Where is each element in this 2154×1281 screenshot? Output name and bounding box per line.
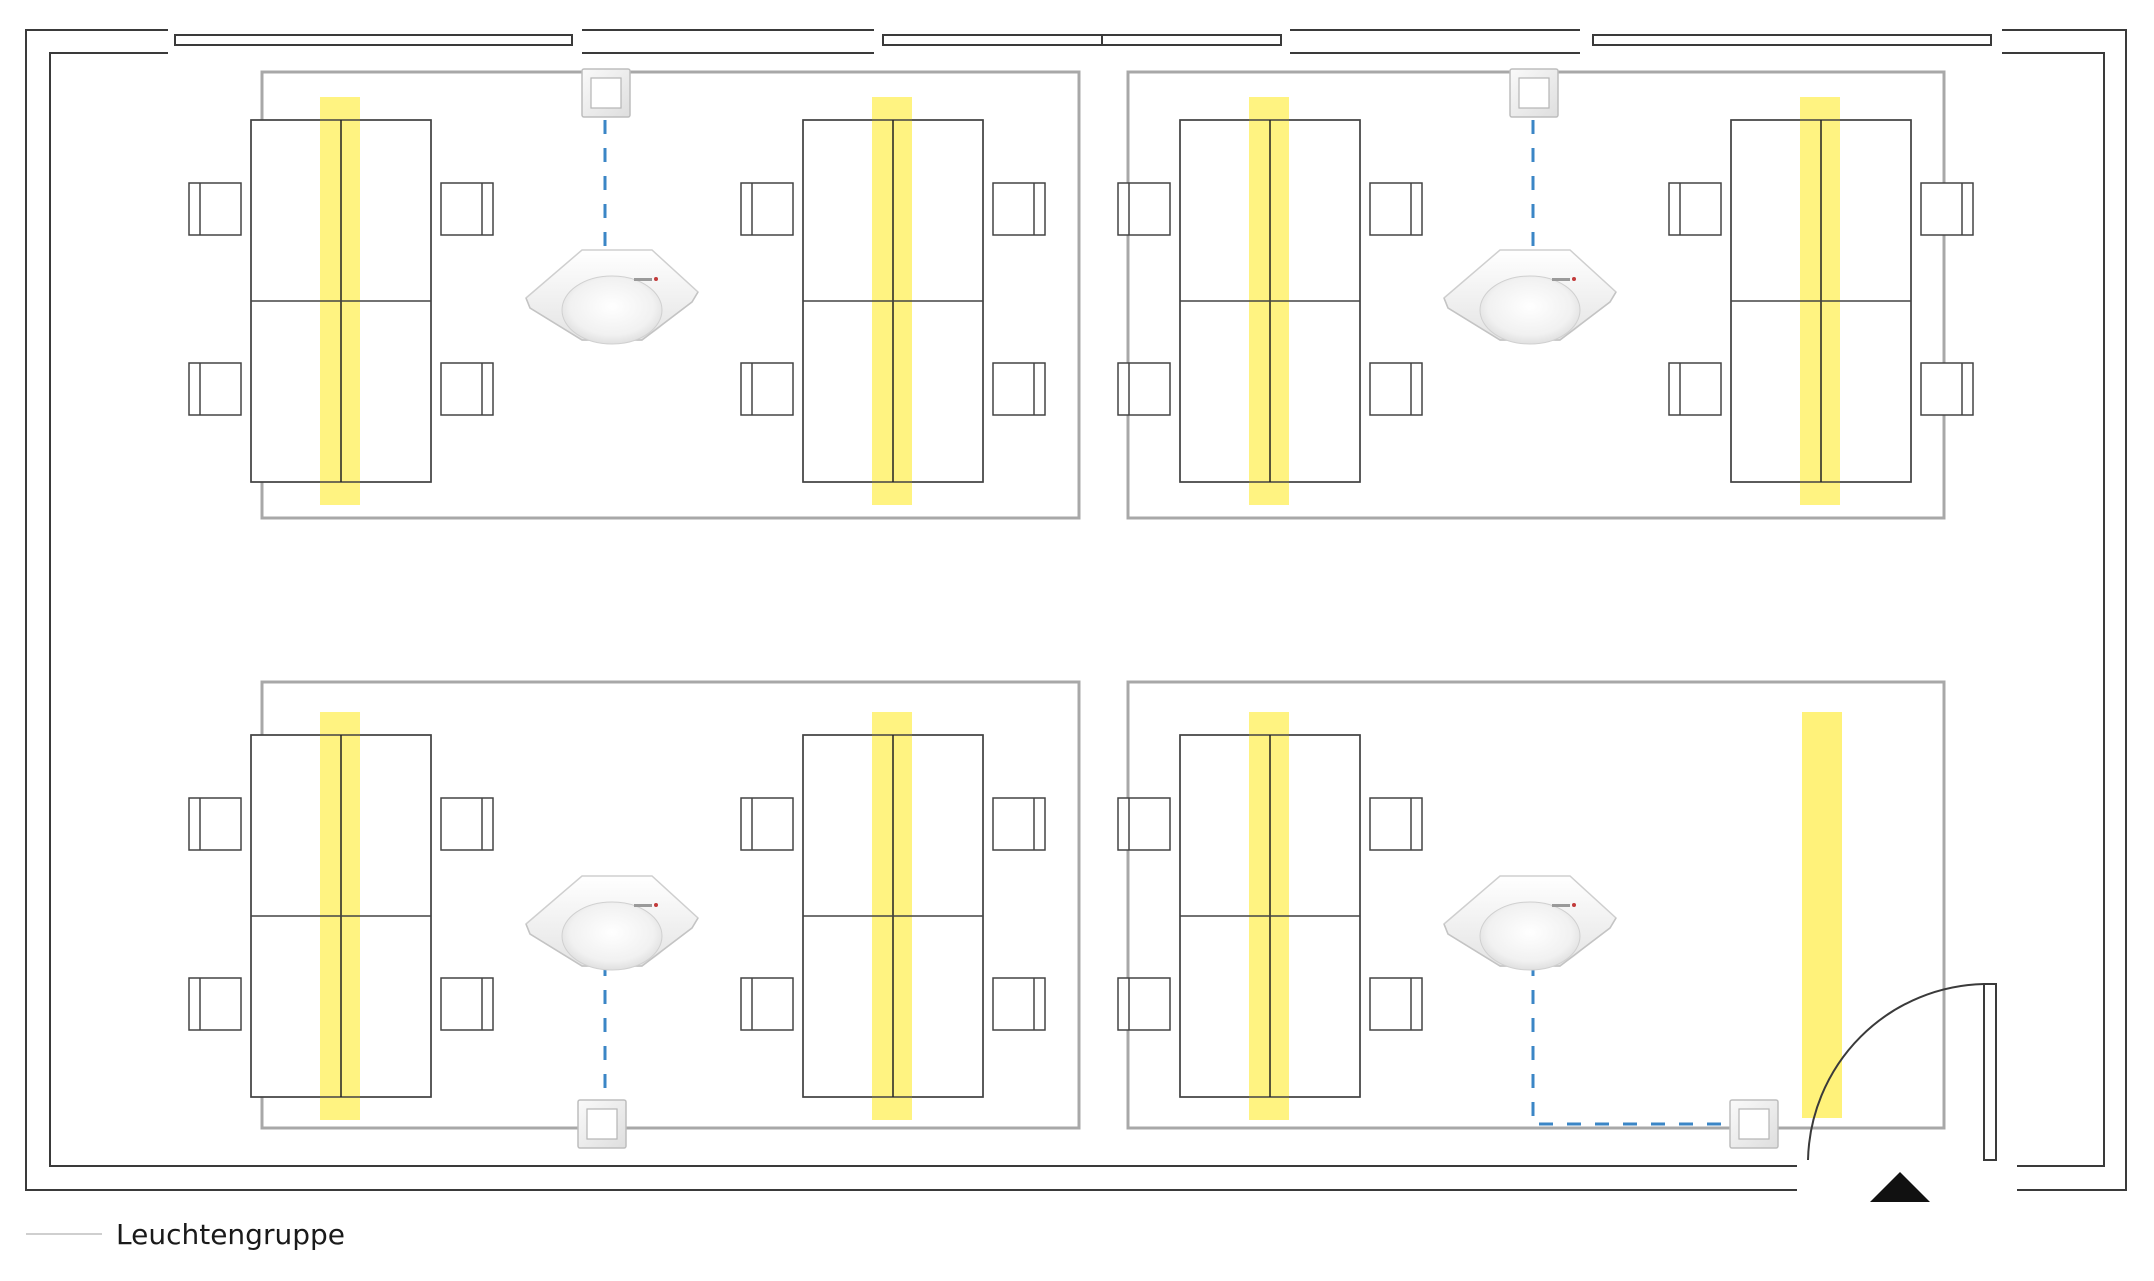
table-block [1118, 97, 1422, 505]
workstations [189, 97, 1973, 1120]
windows [174, 34, 1992, 46]
walls [25, 29, 2127, 1191]
wall-switch-icon [581, 68, 631, 118]
table-block [189, 97, 493, 505]
ceiling-presence-sensor-icon [1443, 249, 1617, 345]
table-block [1669, 97, 1973, 505]
table-block [741, 97, 1045, 505]
connection-lines [603, 120, 1733, 1126]
luminaire-strip [1802, 712, 1842, 1118]
ceiling-sensors [525, 249, 1617, 971]
entrance-arrow-icon [1870, 1172, 1930, 1202]
ceiling-presence-sensor-icon [1443, 875, 1617, 971]
table-block [189, 712, 493, 1120]
door-icon [1807, 983, 1997, 1161]
legend-line [26, 1233, 102, 1235]
table-block [741, 712, 1045, 1120]
wall-switch-icon [1509, 68, 1559, 118]
table-block [1118, 712, 1422, 1120]
wall-switch-icon [577, 1099, 627, 1149]
ceiling-presence-sensor-icon [525, 875, 699, 971]
lighting-group-bottom-right [1126, 680, 1946, 1130]
legend-label: Leuchtengruppe [116, 1217, 345, 1251]
ceiling-presence-sensor-icon [525, 249, 699, 345]
legend: Leuchtengruppe [26, 1214, 345, 1254]
wall-switch-icon [1729, 1099, 1779, 1149]
